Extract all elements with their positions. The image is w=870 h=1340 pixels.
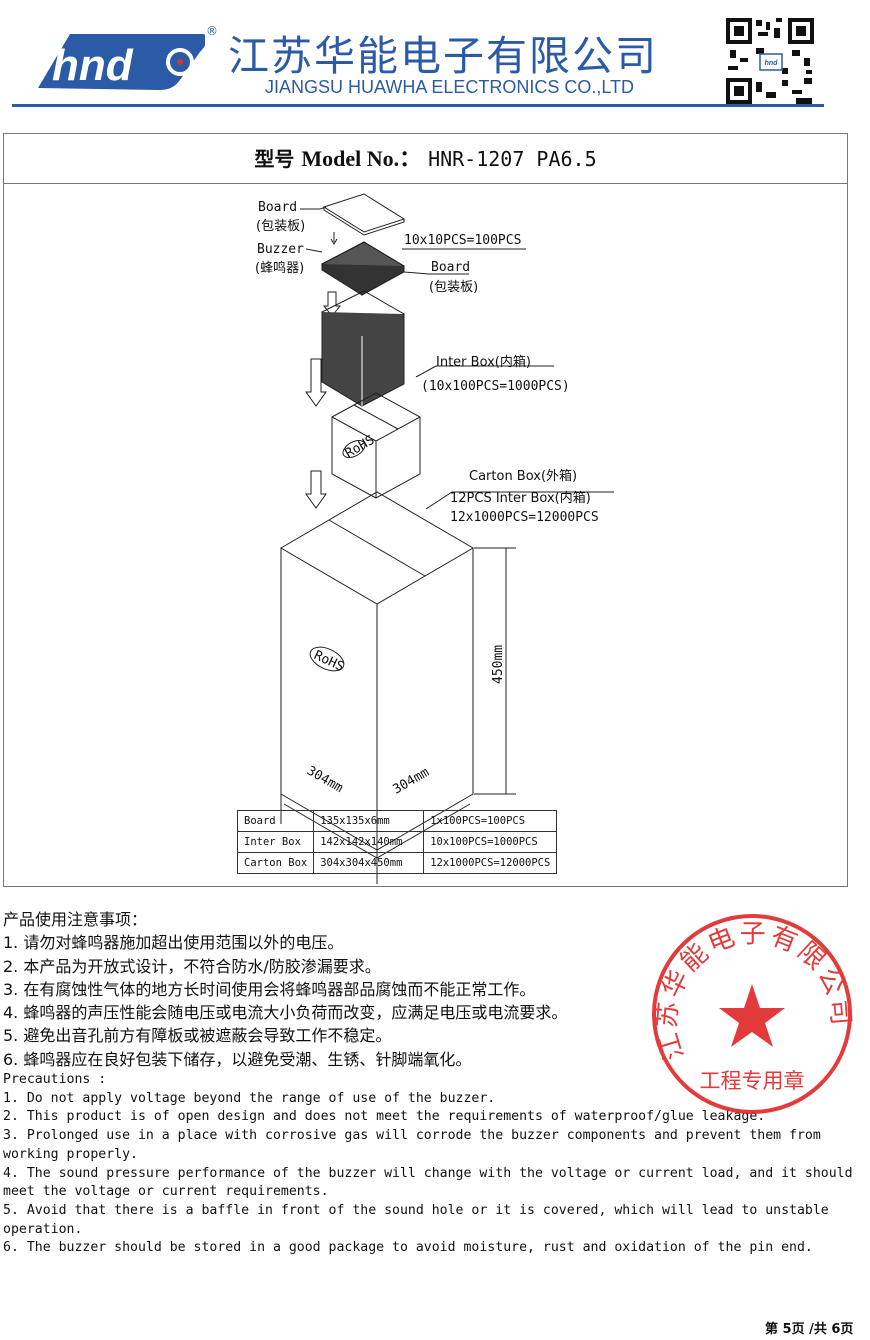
model-number: HNR-1207 PA6.5 bbox=[428, 147, 597, 171]
board-top-cn-label: (包装板) bbox=[256, 219, 305, 234]
company-name-cn: 江苏华能电子有限公司 bbox=[228, 32, 658, 80]
star-icon bbox=[719, 984, 785, 1047]
page-number: 第 5页 /共 6页 bbox=[765, 1322, 854, 1337]
notes-cn-item: 3. 在有腐蚀性气体的地方长时间使用会将蜂鸣器部品腐蚀而不能正常工作。 bbox=[3, 979, 536, 999]
buzzer-label: Buzzer bbox=[257, 242, 304, 257]
qr-code-icon: hnd bbox=[726, 18, 814, 104]
table-cell: Board bbox=[236, 810, 315, 832]
title-prefix-cn: 型号 bbox=[254, 147, 295, 171]
company-seal-stamp: 江苏华能电子有限公司 工程专用章 bbox=[652, 914, 853, 1114]
notes-en-item: 1. Do not apply voltage beyond the range… bbox=[3, 1090, 496, 1106]
notes-en-item: 5. Avoid that there is a baffle in front… bbox=[3, 1203, 829, 1237]
inter-box-rohs-label: RoHS bbox=[343, 433, 378, 462]
carton-line2-label: 12x1000PCS=12000PCS bbox=[450, 510, 599, 525]
packaging-spec-table: Board 135x135x6mm 1x100PCS=100PCS Inter … bbox=[236, 810, 558, 874]
logo-text: hnd bbox=[52, 41, 134, 90]
carton-box-shape bbox=[280, 491, 474, 851]
table-cell: 12x1000PCS=12000PCS bbox=[423, 852, 558, 874]
buzzer-cn-label: (蜂鸣器) bbox=[255, 260, 304, 276]
right-dimension-label: 304mm bbox=[391, 765, 433, 798]
table-cell: Carton Box bbox=[236, 852, 315, 874]
notes-en-item: 2. This product is of open design and do… bbox=[3, 1109, 766, 1125]
notes-cn-item: 1. 请勿对蜂鸣器施加超出使用范围以外的电压。 bbox=[3, 933, 344, 953]
notes-cn-item: 6. 蜂鸣器应在良好包装下储存，以避免受潮、生锈、针脚端氧化。 bbox=[3, 1049, 472, 1069]
notes-en-heading: Precautions : bbox=[3, 1072, 107, 1088]
notes-cn-item: 4. 蜂鸣器的声压性能会随电压或电流大小负荷而改变，应满足电压或电流要求。 bbox=[3, 1003, 568, 1023]
company-logo: hnd bbox=[38, 34, 205, 90]
table-cell: 10x100PCS=1000PCS bbox=[423, 831, 558, 853]
packaging-diagram: Board (包装板) Buzzer (蜂鸣器) 10x10PCS=100PCS… bbox=[255, 193, 614, 884]
height-dimension-label: 450mm bbox=[491, 645, 506, 684]
notes-cn-item: 5. 避免出音孔前方有障板或被遮蔽会导致工作不稳定。 bbox=[3, 1026, 392, 1046]
carton-box-label: Carton Box(外箱) bbox=[469, 468, 577, 484]
table-cell: 135x135x6mm bbox=[313, 810, 425, 832]
packaging-panel: 型号 Model No.： HNR-1207 PA6.5 bbox=[3, 133, 848, 887]
svg-text:hnd: hnd bbox=[765, 60, 779, 67]
pcs-per-board-label: 10x10PCS=100PCS bbox=[404, 233, 521, 248]
board-bottom-label: Board bbox=[431, 260, 470, 275]
table-cell: 142x142x140mm bbox=[313, 831, 425, 853]
table-cell: Inter Box bbox=[236, 831, 315, 853]
inter-box-shape bbox=[330, 392, 422, 499]
table-row: Carton Box 304x304x450mm 12x1000PCS=1200… bbox=[236, 852, 558, 874]
title-label: Model No.： bbox=[301, 146, 422, 171]
header-divider bbox=[12, 104, 824, 107]
notes-en-item: 6. The buzzer should be stored in a good… bbox=[3, 1240, 813, 1256]
inter-box-label: Inter Box(内箱) bbox=[436, 354, 531, 370]
buzzer-grid-shape bbox=[320, 241, 406, 296]
model-title: 型号 Model No.： HNR-1207 PA6.5 bbox=[4, 134, 847, 184]
board-bottom-cn-label: (包装板) bbox=[429, 280, 478, 295]
table-row: Inter Box 142x142x140mm 10x100PCS=1000PC… bbox=[236, 831, 558, 853]
table-cell: 304x304x450mm bbox=[313, 852, 425, 874]
notes-en-item: 4. The sound pressure performance of the… bbox=[3, 1165, 853, 1200]
notes-cn-heading: 产品使用注意事项： bbox=[3, 910, 148, 929]
notes-cn-item: 2. 本产品为开放式设计，不符合防水/防胶渗漏要求。 bbox=[3, 956, 381, 976]
board-top-label: Board bbox=[258, 200, 297, 215]
table-cell: 1x100PCS=100PCS bbox=[423, 810, 558, 832]
stamp-bottom-text: 工程专用章 bbox=[700, 1069, 805, 1093]
carton-rohs-label: RoHS bbox=[311, 648, 346, 675]
precautions-section: 产品使用注意事项： 1. 请勿对蜂鸣器施加超出使用范围以外的电压。 2. 本产品… bbox=[3, 908, 863, 1258]
notes-en-item: 3. Prolonged use in a place with corrosi… bbox=[3, 1128, 821, 1162]
registered-mark: ® bbox=[206, 24, 218, 38]
carton-line1-label: 12PCS Inter Box(内箱) bbox=[450, 490, 591, 506]
left-dimension-label: 304mm bbox=[304, 763, 346, 796]
board-stack-shape bbox=[320, 290, 406, 407]
company-name-en: JIANGSU HUAWHA ELECTRONICS CO.,LTD bbox=[265, 77, 635, 97]
table-row: Board 135x135x6mm 1x100PCS=100PCS bbox=[236, 810, 558, 832]
height-dimension-line bbox=[474, 547, 516, 795]
page-header: hnd ® 江苏华能电子有限公司 JIANGSU HUAWHA ELECTRON… bbox=[0, 0, 870, 112]
inter-box-qty-label: (10x100PCS=1000PCS) bbox=[421, 379, 570, 394]
